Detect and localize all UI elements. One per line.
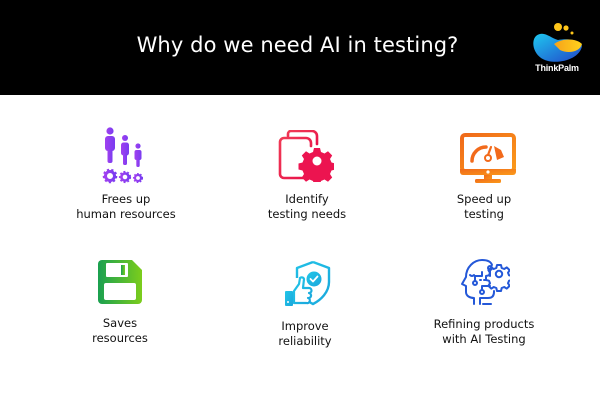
- people-gears-icon: [102, 127, 144, 184]
- page-title: Why do we need AI in testing?: [136, 33, 459, 57]
- thinkpalm-logo-icon: [533, 23, 582, 62]
- floppy-disk-icon: [98, 260, 142, 304]
- logo-text: ThinkPalm: [535, 63, 579, 73]
- ai-head-gear-icon: [461, 259, 510, 305]
- header-banner: Why do we need AI in testing? ThinkPalm: [0, 0, 600, 95]
- shield-thumbs-up-icon: [285, 260, 331, 306]
- monitor-speedometer-icon: [460, 133, 516, 183]
- document-gear-icon: [278, 130, 334, 182]
